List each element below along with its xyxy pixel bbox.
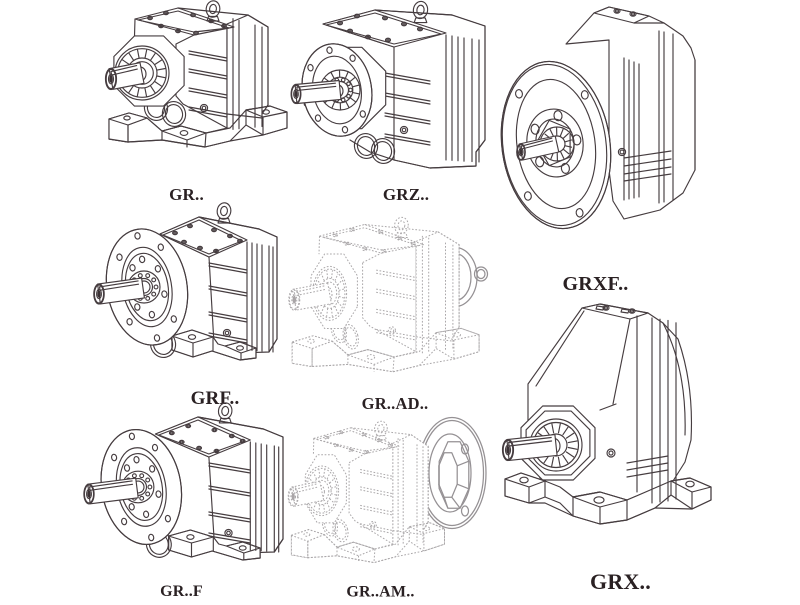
svg-text:GRF..: GRF.. bbox=[191, 388, 240, 409]
svg-text:GRXF..: GRXF.. bbox=[562, 273, 628, 295]
svg-text:GRZ..: GRZ.. bbox=[383, 185, 429, 204]
svg-text:GR..: GR.. bbox=[169, 185, 204, 204]
svg-text:GRX..: GRX.. bbox=[590, 569, 651, 594]
svg-text:GR..AD..: GR..AD.. bbox=[362, 394, 429, 413]
svg-text:GR..F: GR..F bbox=[160, 583, 203, 600]
svg-text:GR..AM..: GR..AM.. bbox=[346, 584, 414, 601]
